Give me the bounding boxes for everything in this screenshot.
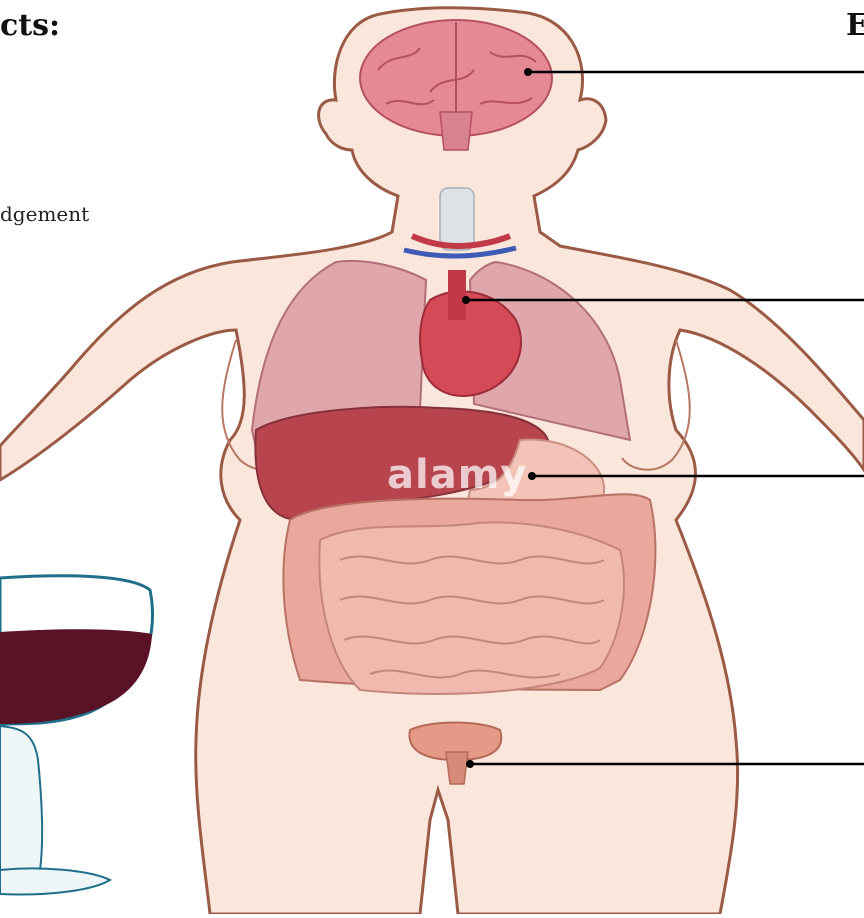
wine [0,629,152,724]
pelvic-organ [446,752,468,784]
wine-glass-base [0,868,110,894]
wine-glass [0,576,153,895]
wine-glass-stem [0,726,42,870]
small-intestine [319,522,624,693]
watermark: alamy [387,452,527,498]
aorta [448,270,466,320]
heading-right: E [846,8,864,43]
heading-left: cts: [0,8,60,43]
side-text: dgement [0,202,89,226]
